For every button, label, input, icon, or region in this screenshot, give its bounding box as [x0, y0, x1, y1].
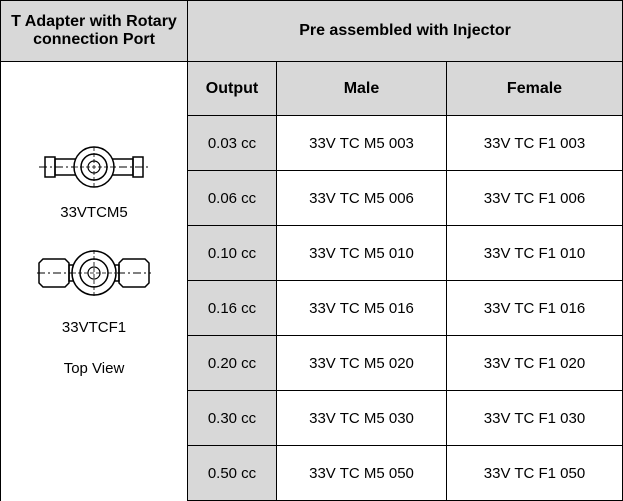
female-part-cell: 33V TC F1 003 — [446, 115, 623, 171]
label-33vtcf1: 33VTCF1 — [61, 319, 127, 336]
female-part-cell: 33V TC F1 006 — [446, 170, 623, 226]
female-part-cell: 33V TC F1 010 — [446, 225, 623, 281]
female-part-cell: 33V TC F1 016 — [446, 280, 623, 336]
output-cell: 0.03 cc — [187, 115, 277, 171]
table-row: 0.16 cc 33V TC M5 016 33V TC F1 016 — [1, 280, 623, 336]
male-part-cell: 33V TC M5 016 — [276, 280, 447, 336]
header-male: Male — [276, 61, 447, 116]
male-part-cell: 33V TC M5 030 — [276, 390, 447, 446]
t-adapter-m5-icon — [39, 146, 149, 188]
t-adapter-f1-icon — [37, 250, 151, 296]
header-t-adapter: T Adapter with Rotary connection Port — [0, 0, 188, 62]
image-cell: 33VTCM5 33VTCF1 Top View — [0, 61, 188, 501]
table-row: 0.03 cc 33V TC M5 003 33V TC F1 003 — [1, 115, 623, 171]
male-part-cell: 33V TC M5 050 — [276, 445, 447, 501]
output-cell: 0.10 cc — [187, 225, 277, 281]
output-cell: 0.30 cc — [187, 390, 277, 446]
female-part-cell: 33V TC F1 020 — [446, 335, 623, 391]
female-part-cell: 33V TC F1 030 — [446, 390, 623, 446]
table-row: 0.06 cc 33V TC M5 006 33V TC F1 006 — [1, 170, 623, 226]
label-top-view: Top View — [63, 360, 125, 377]
output-cell: 0.20 cc — [187, 335, 277, 391]
label-33vtcm5: 33VTCM5 — [60, 204, 128, 221]
table-row: 0.20 cc 33V TC M5 020 33V TC F1 020 — [1, 335, 623, 391]
output-cell: 0.50 cc — [187, 445, 277, 501]
table-row: 0.30 cc 33V TC M5 030 33V TC F1 030 — [1, 390, 623, 446]
header-preassembled: Pre assembled with Injector — [187, 0, 623, 62]
header-output: Output — [187, 61, 277, 116]
male-part-cell: 33V TC M5 003 — [276, 115, 447, 171]
male-part-cell: 33V TC M5 020 — [276, 335, 447, 391]
output-cell: 0.16 cc — [187, 280, 277, 336]
male-part-cell: 33V TC M5 006 — [276, 170, 447, 226]
female-part-cell: 33V TC F1 050 — [446, 445, 623, 501]
output-cell: 0.06 cc — [187, 170, 277, 226]
table-row: 0.10 cc 33V TC M5 010 33V TC F1 010 — [1, 225, 623, 281]
header-female: Female — [446, 61, 623, 116]
male-part-cell: 33V TC M5 010 — [276, 225, 447, 281]
